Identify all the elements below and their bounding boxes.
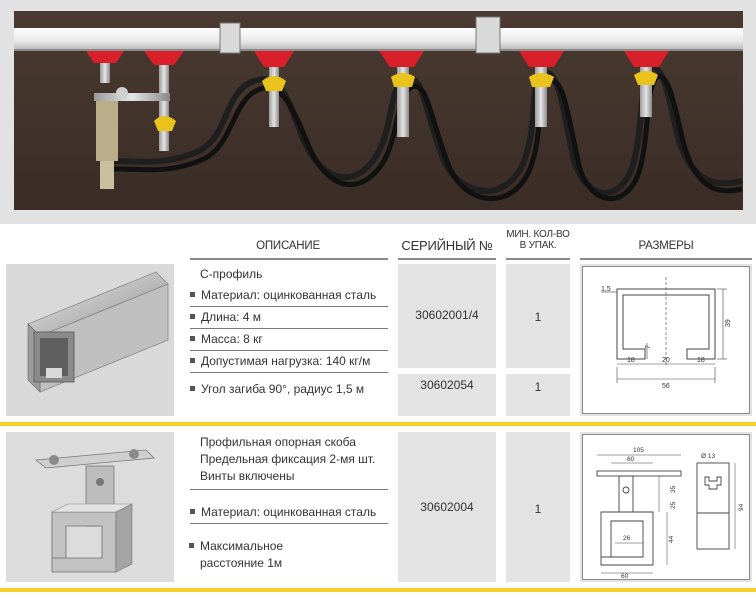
serial-cell: 30602004 [398, 432, 496, 582]
serial-cell: 30602054 [398, 374, 496, 416]
serial-number: 30602004 [420, 500, 474, 514]
bullet-icon [189, 543, 194, 549]
qty-cell: 1 [506, 264, 570, 368]
festoon-system-photo [0, 0, 756, 224]
trolley [254, 51, 294, 127]
min-qty: 1 [534, 502, 542, 516]
bullet-icon [190, 292, 195, 298]
bracket-drawing: 105 60 Ø 13 35 25 44 26 60 94 [582, 434, 750, 580]
trolley [86, 51, 124, 83]
bullet-icon [190, 509, 195, 515]
section-divider [0, 422, 756, 426]
c-profile-photo [6, 264, 174, 416]
dim-label: 94 [738, 503, 745, 511]
serial-cell: 30602001/4 [398, 264, 496, 368]
header-description: ОПИСАНИЕ [256, 240, 320, 252]
trolley [624, 51, 669, 117]
spec-row-continued: расстояние 1м [200, 556, 283, 570]
dim-label: 39 [725, 319, 732, 327]
c-profile-description: С-профиль Материал: оцинкованная сталь Д… [190, 264, 388, 400]
min-qty: 1 [534, 380, 542, 394]
dim-label: 60 [621, 573, 629, 579]
bracket-schematic: 105 60 Ø 13 35 25 44 26 60 94 [596, 447, 745, 580]
dim-label: 1,5 [601, 286, 611, 293]
c-profile-schematic: 1,5 39 7 18 20 18 56 [601, 277, 732, 390]
dim-label: 18 [697, 357, 705, 364]
bullet-icon [190, 386, 195, 392]
dim-label: 35 [670, 485, 677, 493]
bracket-photo [6, 432, 174, 582]
bullet-icon [190, 336, 195, 342]
qty-cell: 1 [506, 432, 570, 582]
header-serial: СЕРИЙНЫЙ № [401, 238, 493, 253]
trolley [379, 51, 424, 137]
dim-label: 18 [627, 357, 635, 364]
spec-row: Угол загиба 90°, радиус 1,5 м [190, 379, 388, 400]
dim-label: 105 [633, 447, 644, 454]
product-title-line: Предельная фиксация 2-мя шт. [200, 452, 376, 466]
spec-row: Материал: оцинкованная сталь [190, 502, 388, 524]
trolley [519, 51, 564, 127]
bullet-icon [190, 314, 195, 320]
min-qty: 1 [534, 310, 542, 324]
dims-cell: 105 60 Ø 13 35 25 44 26 60 94 [580, 432, 752, 582]
dim-label: 7 [645, 345, 652, 349]
header-underline [506, 258, 570, 260]
product-title-line: Профильная опорная скоба [200, 435, 356, 449]
dim-label: 56 [662, 383, 670, 390]
trolley [144, 51, 184, 151]
header-underline [398, 258, 496, 260]
bullet-icon [190, 358, 195, 364]
dim-label: 44 [668, 535, 675, 543]
dim-label: 60 [627, 456, 635, 463]
serial-number: 30602054 [420, 378, 474, 392]
dim-label: 26 [623, 535, 631, 542]
product-title-line: Винты включены [190, 468, 388, 490]
header-min-qty: МИН. КОЛ-ВО В УПАК. [506, 229, 570, 251]
c-profile-drawing: 1,5 39 7 18 20 18 56 [582, 266, 750, 414]
serial-number: 30602001/4 [415, 308, 479, 322]
dim-label: Ø 13 [701, 453, 715, 460]
c-profile-image [6, 264, 174, 416]
section-divider [0, 588, 756, 592]
header-underline [580, 258, 752, 260]
spec-row: Максимальное [189, 538, 388, 555]
product-title: С-профиль [200, 267, 263, 281]
header-dimensions: РАЗМЕРЫ [638, 240, 694, 252]
end-connector [94, 87, 170, 189]
dims-cell: 1,5 39 7 18 20 18 56 [580, 264, 752, 416]
spec-row: Допустимая нагрузка: 140 кг/м [190, 351, 388, 373]
spec-row: Масса: 8 кг [190, 329, 388, 351]
header-underline [190, 258, 388, 260]
qty-cell: 1 [506, 374, 570, 416]
dim-label: 20 [662, 357, 670, 364]
bracket-description: Профильная опорная скоба Предельная фикс… [189, 434, 388, 572]
spec-row: Длина: 4 м [190, 307, 388, 329]
dim-label: 25 [670, 501, 677, 509]
bracket-image [6, 432, 174, 582]
festoon-cable-illustration [14, 11, 743, 210]
spec-row: Материал: оцинкованная сталь [190, 285, 388, 307]
